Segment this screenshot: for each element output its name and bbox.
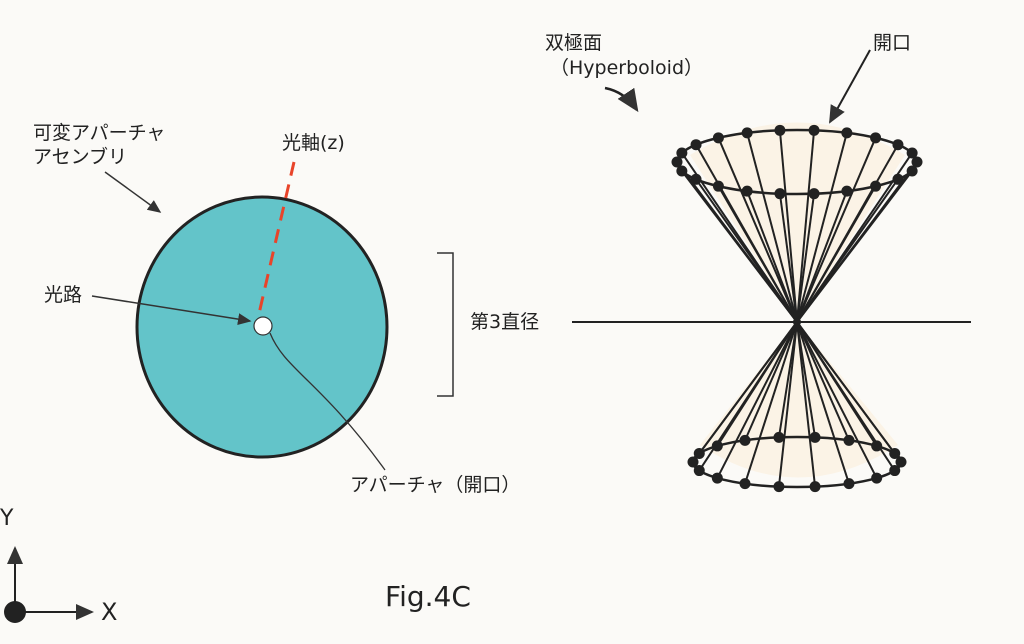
bottom-node	[687, 456, 699, 468]
bottom-node	[889, 465, 901, 477]
bottom-node	[871, 440, 883, 452]
bottom-node	[739, 434, 751, 446]
top-node	[808, 188, 820, 200]
variable-aperture-label-line2: アセンブリ	[33, 146, 128, 168]
top-node	[841, 185, 853, 197]
bottom-node	[773, 481, 785, 493]
top-ruling-line	[676, 161, 798, 323]
top-node	[841, 127, 853, 139]
bottom-node	[809, 431, 821, 443]
top-ruling-line	[796, 130, 816, 323]
bottom-ruling-line	[744, 321, 798, 484]
optical-path-label: 光路	[44, 284, 83, 306]
bottom-ruling-line	[716, 321, 798, 479]
opening-label: 開口	[873, 32, 912, 54]
bottom-node	[693, 447, 705, 459]
bottom-ruling-line	[796, 321, 850, 441]
hyperboloid	[671, 122, 923, 493]
opening-arrow	[829, 49, 871, 124]
bottom-node	[693, 465, 705, 477]
third-diameter-bracket	[437, 252, 454, 397]
top-ruling-line	[681, 152, 798, 323]
top-ruling-line	[695, 144, 798, 323]
y-axis-label: Y	[0, 506, 14, 531]
bottom-node	[711, 472, 723, 484]
optical-path-arrow	[91, 295, 252, 326]
top-node	[671, 156, 683, 168]
bottom-node	[843, 478, 855, 490]
variable-aperture-label-line1: 可変アパーチャ	[33, 122, 166, 144]
hyperboloid-label-jp: 双極面	[545, 32, 603, 54]
top-node	[906, 147, 918, 159]
bottom-ruling-line	[744, 321, 798, 441]
bottom-node	[843, 434, 855, 446]
hyperboloid-label-en: （Hyperboloid）	[550, 57, 704, 79]
top-node	[808, 124, 820, 136]
bottom-ruling-line	[716, 321, 798, 447]
hyperboloid-top-fill	[690, 122, 905, 322]
bottom-ruling-line	[777, 321, 798, 438]
bottom-ruling-line	[796, 321, 817, 438]
bottom-ruling-line	[796, 321, 850, 484]
aperture-opening	[253, 316, 273, 336]
top-node	[741, 185, 753, 197]
bottom-node	[889, 447, 901, 459]
top-ruling-line	[796, 137, 877, 323]
top-node	[911, 156, 923, 168]
figure-caption: Fig.4C	[385, 580, 471, 613]
top-node	[712, 132, 724, 144]
top-node	[774, 124, 786, 136]
top-ruling-line	[796, 170, 913, 323]
top-ruling-line	[796, 132, 848, 323]
top-node	[741, 127, 753, 139]
bottom-ruling-line	[777, 321, 798, 487]
aperture-leader-line	[269, 332, 386, 471]
top-node	[892, 139, 904, 151]
bottom-ruling-line	[796, 321, 817, 487]
third-diameter-label: 第3直径	[470, 311, 540, 333]
top-ruling-line	[778, 130, 798, 323]
optical-axis-label: 光軸(z)	[282, 132, 345, 154]
top-ruling-line	[796, 144, 899, 323]
hyperboloid-arrow	[604, 86, 639, 113]
top-ruling-line	[746, 132, 798, 323]
bottom-ruling-line	[796, 321, 878, 479]
bottom-node	[895, 456, 907, 468]
bottom-node	[711, 440, 723, 452]
bottom-node	[809, 481, 821, 493]
optical-axis-line	[256, 161, 296, 319]
top-node	[676, 147, 688, 159]
top-node	[774, 188, 786, 200]
bottom-node	[871, 472, 883, 484]
bottom-ruling-line	[698, 321, 798, 455]
top-node	[870, 132, 882, 144]
x-axis-label: X	[101, 598, 118, 626]
bottom-ruling-line	[796, 321, 896, 455]
apex-point	[793, 318, 801, 326]
top-node	[906, 165, 918, 177]
top-ruling-line	[717, 137, 798, 323]
bottom-node	[773, 431, 785, 443]
bottom-ruling-line	[796, 321, 878, 447]
top-ruling-line	[796, 152, 913, 323]
top-node	[690, 139, 702, 151]
bottom-node	[739, 478, 751, 490]
variable-aperture-arrow	[104, 171, 162, 213]
aperture-opening-label: アパーチャ（開口）	[350, 474, 521, 496]
origin-dot	[4, 601, 26, 623]
